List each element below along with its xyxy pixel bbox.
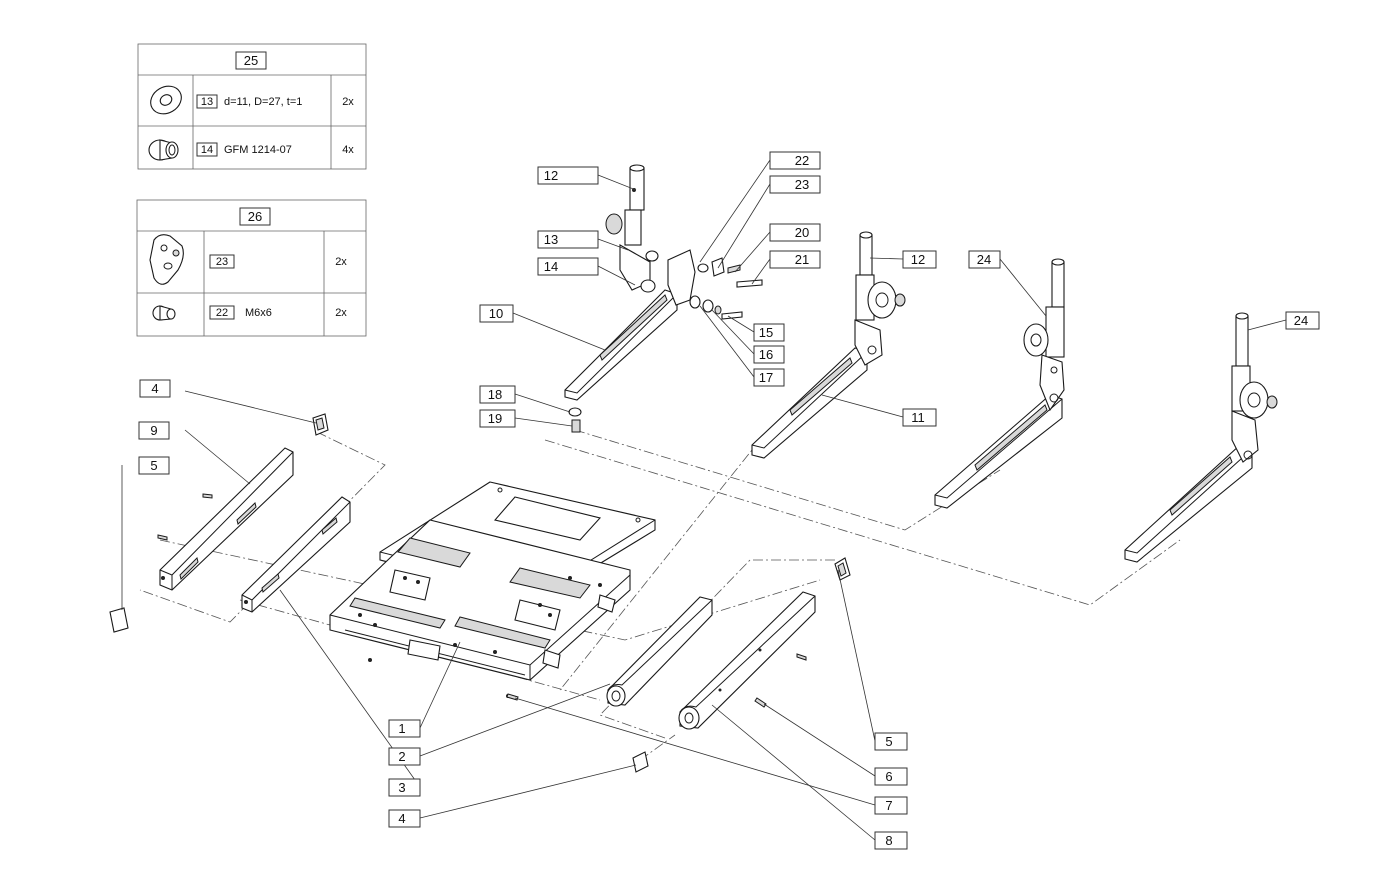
rail-3: [241, 496, 351, 613]
set-screw-icon: [152, 305, 176, 321]
arm-assembly-24-mid: [934, 258, 1065, 509]
assembly-center-lines: [139, 429, 1181, 761]
table-26-row2-qty: 2x: [335, 307, 347, 319]
rail-9: [159, 447, 294, 591]
callout-18: 18: [488, 387, 502, 402]
bushing-icon: [148, 139, 179, 161]
callout-11: 11: [911, 410, 925, 425]
callout-21: 21: [795, 252, 809, 267]
callout-labels: 4 9 5 12 13 14 10 18 19 22 23 20 21 15 1…: [138, 151, 1320, 850]
callout-10: 10: [489, 306, 503, 321]
table-25-row2-ref: 14: [201, 144, 213, 156]
callout-12-right: 12: [911, 252, 925, 267]
callout-6: 6: [885, 769, 892, 784]
arm-assembly-10: [564, 164, 763, 401]
callout-4-top: 4: [151, 381, 158, 396]
table-26-row2-ref: 22: [216, 307, 228, 319]
parts-table-25: 25 13 d=11, D=27, t=1 2x 14 GFM 1214-07 …: [137, 43, 367, 170]
callout-7: 7: [885, 798, 892, 813]
callout-12-left: 12: [544, 168, 558, 183]
rail-2: [606, 596, 713, 707]
callout-4-bottom: 4: [398, 811, 405, 826]
callout-13: 13: [544, 232, 558, 247]
end-cap-5-left: [109, 607, 129, 633]
callout-24-mid: 24: [977, 252, 991, 267]
leader-lines: [121, 159, 1287, 841]
rail-8: [678, 591, 816, 730]
callout-19: 19: [488, 411, 502, 426]
table-25-title: 25: [244, 53, 258, 68]
callout-15: 15: [759, 325, 773, 340]
table-26-row2-desc: M6x6: [245, 307, 272, 319]
end-cap-4-bottom: [632, 751, 649, 773]
callout-1: 1: [398, 721, 405, 736]
callout-17: 17: [759, 370, 773, 385]
parts-table-26: 26 23 2x 22 M6x6 2x: [136, 199, 367, 337]
callout-23: 23: [795, 177, 809, 192]
callout-16: 16: [759, 347, 773, 362]
end-cap-4-top: [312, 413, 329, 436]
washer-icon: [150, 85, 182, 115]
callout-3: 3: [398, 780, 405, 795]
callout-8: 8: [885, 833, 892, 848]
screws: [157, 407, 807, 708]
arm-assembly-24-right: [1124, 312, 1278, 563]
callout-5-left: 5: [150, 458, 157, 473]
callout-2: 2: [398, 749, 405, 764]
callout-20: 20: [795, 225, 809, 240]
table-26-row1-qty: 2x: [335, 256, 347, 268]
callout-5-right: 5: [885, 734, 892, 749]
cam-plate-icon: [149, 234, 184, 285]
table-25-row1-desc: d=11, D=27, t=1: [224, 96, 302, 108]
base-plate-assembly: [329, 481, 656, 698]
table-25-row1-ref: 13: [201, 96, 213, 108]
arm-assembly-11: [751, 231, 906, 459]
table-25-row2-desc: GFM 1214-07: [224, 144, 292, 156]
table-25-row1-qty: 2x: [342, 96, 354, 108]
callout-24-right: 24: [1294, 313, 1308, 328]
table-25-row2-qty: 4x: [342, 144, 354, 156]
table-26-title: 26: [248, 209, 262, 224]
callout-9: 9: [150, 423, 157, 438]
callout-22: 22: [795, 153, 809, 168]
table-26-row1-ref: 23: [216, 256, 228, 268]
end-cap-5-right: [834, 557, 851, 581]
callout-14: 14: [544, 259, 558, 274]
